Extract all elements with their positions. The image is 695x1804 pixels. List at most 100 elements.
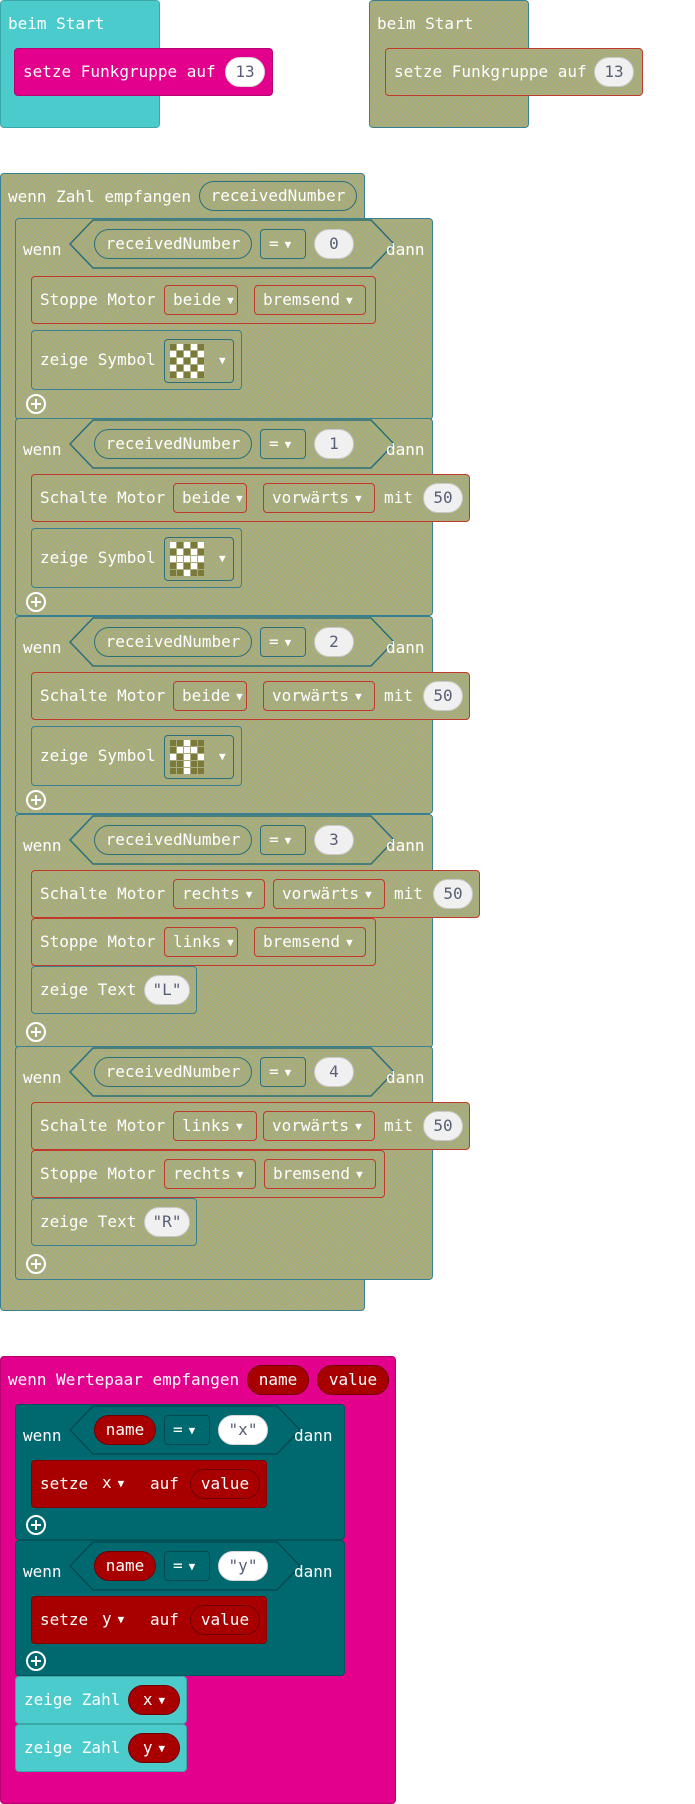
radio-group-value[interactable]: 13: [225, 57, 265, 87]
show-number-y-block[interactable]: zeige Zahl y▼: [15, 1724, 187, 1772]
condition-shape[interactable]: [69, 419, 395, 469]
dropdown-caret-icon: ▼: [346, 294, 353, 307]
start-hat-label: beim Start: [8, 14, 105, 33]
dropdown-caret-icon: ▼: [236, 1120, 243, 1133]
motor-select-dropdown[interactable]: beide▼: [173, 681, 247, 711]
motor-select-dropdown[interactable]: rechts▼: [164, 1159, 256, 1189]
radio-group-value-disabled[interactable]: 13: [594, 57, 634, 87]
stop-motor-block[interactable]: Stoppe Motor links▼ bremsend▼: [31, 918, 376, 966]
direction-dropdown[interactable]: vorwärts▼: [273, 879, 385, 909]
dropdown-caret-icon: ▼: [117, 1477, 125, 1490]
condition-value[interactable]: 4: [314, 1057, 354, 1087]
condition-shape[interactable]: [69, 617, 395, 667]
variable-dropdown[interactable]: x▼: [94, 1469, 138, 1499]
direction-dropdown[interactable]: vorwärts▼: [263, 681, 375, 711]
run-motor-label: Schalte Motor: [40, 1116, 166, 1135]
condition-value[interactable]: 2: [314, 627, 354, 657]
condition-string[interactable]: "y": [218, 1551, 268, 1581]
condition-variable[interactable]: receivedNumber: [94, 429, 252, 459]
compare-operator-dropdown[interactable]: =▼: [260, 627, 306, 657]
dropdown-caret-icon: ▼: [365, 888, 372, 901]
speed-value[interactable]: 50: [423, 483, 463, 513]
condition-value[interactable]: 1: [314, 429, 354, 459]
motor-select-text: beide: [182, 488, 231, 507]
dropdown-caret-icon: ▼: [355, 690, 362, 703]
stop-mode-dropdown[interactable]: bremsend▼: [254, 927, 366, 957]
compare-operator-dropdown[interactable]: =▼: [260, 429, 306, 459]
run-motor-block[interactable]: Schalte Motor beide▼ vorwärts▼ mit 50: [31, 474, 470, 522]
motor-select-dropdown[interactable]: beide▼: [164, 285, 238, 315]
condition-shape[interactable]: [69, 219, 395, 269]
plus-icon[interactable]: [26, 790, 46, 810]
set-radio-group-label-disabled: setze Funkgruppe auf: [394, 62, 587, 81]
stop-motor-block[interactable]: Stoppe Motor rechts▼ bremsend▼: [31, 1150, 385, 1198]
show-number-x-block[interactable]: zeige Zahl x▼: [15, 1676, 187, 1724]
set-radio-group-block[interactable]: setze Funkgruppe auf 13: [14, 48, 273, 96]
plus-icon[interactable]: [26, 1022, 46, 1042]
condition-variable[interactable]: receivedNumber: [94, 825, 252, 855]
plus-icon[interactable]: [26, 1254, 46, 1274]
condition-string[interactable]: "x": [218, 1415, 268, 1445]
direction-dropdown[interactable]: vorwärts▼: [263, 1111, 375, 1141]
dropdown-caret-icon: ▼: [284, 438, 292, 451]
speed-value[interactable]: 50: [423, 681, 463, 711]
condition-value[interactable]: 3: [314, 825, 354, 855]
condition-variable[interactable]: receivedNumber: [94, 229, 252, 259]
speed-value[interactable]: 50: [433, 879, 473, 909]
set-y-block[interactable]: setze y▼ auf value: [31, 1596, 267, 1644]
condition-variable[interactable]: receivedNumber: [94, 627, 252, 657]
show-text-block[interactable]: zeige Text "L": [31, 966, 197, 1014]
show-icon-block[interactable]: zeige Symbol ▼: [31, 330, 242, 390]
condition-variable[interactable]: name: [94, 1551, 156, 1581]
run-motor-block[interactable]: Schalte Motor rechts▼ vorwärts▼ mit 50: [31, 870, 480, 918]
show-text-value[interactable]: "R": [144, 1207, 190, 1237]
value-reporter[interactable]: value: [190, 1605, 260, 1635]
value-reporter[interactable]: value: [190, 1469, 260, 1499]
name-param[interactable]: name: [247, 1365, 309, 1395]
show-icon-block[interactable]: zeige Symbol ▼: [31, 528, 242, 588]
led-symbol-icon: [170, 542, 204, 576]
speed-value[interactable]: 50: [423, 1111, 463, 1141]
plus-icon[interactable]: [26, 1651, 46, 1671]
variable-dropdown[interactable]: y▼: [94, 1605, 138, 1635]
show-icon-block[interactable]: zeige Symbol ▼: [31, 726, 242, 786]
plus-icon[interactable]: [26, 592, 46, 612]
dropdown-caret-icon: ▼: [236, 1168, 244, 1181]
condition-shape[interactable]: [69, 815, 395, 865]
value-param[interactable]: value: [317, 1365, 389, 1395]
condition-variable[interactable]: name: [94, 1415, 156, 1445]
icon-select-dropdown[interactable]: ▼: [164, 735, 234, 779]
motor-select-dropdown[interactable]: beide▼: [173, 483, 247, 513]
compare-operator-dropdown[interactable]: =▼: [164, 1551, 210, 1581]
condition-shape[interactable]: [69, 1047, 395, 1097]
received-number-param[interactable]: receivedNumber: [199, 181, 357, 211]
compare-operator-dropdown[interactable]: =▼: [164, 1415, 210, 1445]
show-text-block[interactable]: zeige Text "R": [31, 1198, 197, 1246]
show-text-value[interactable]: "L": [144, 975, 190, 1005]
motor-select-dropdown[interactable]: links▼: [164, 927, 238, 957]
motor-select-dropdown[interactable]: links▼: [173, 1111, 257, 1141]
set-x-block[interactable]: setze x▼ auf value: [31, 1460, 267, 1508]
operator-text: =: [173, 1556, 183, 1575]
icon-select-dropdown[interactable]: ▼: [164, 537, 234, 581]
stop-motor-block[interactable]: Stoppe Motor beide▼ bremsend▼: [31, 276, 376, 324]
direction-dropdown[interactable]: vorwärts▼: [263, 483, 375, 513]
compare-operator-dropdown[interactable]: =▼: [260, 825, 306, 855]
show-number-variable[interactable]: y▼: [128, 1733, 180, 1763]
plus-icon[interactable]: [26, 1515, 46, 1535]
stop-mode-dropdown[interactable]: bremsend▼: [254, 285, 366, 315]
plus-icon[interactable]: [26, 394, 46, 414]
dropdown-caret-icon: ▼: [227, 936, 234, 949]
motor-select-dropdown[interactable]: rechts▼: [173, 879, 265, 909]
direction-text: vorwärts: [272, 488, 350, 507]
set-radio-group-block-disabled[interactable]: setze Funkgruppe auf 13: [385, 48, 643, 96]
stop-mode-dropdown[interactable]: bremsend▼: [264, 1159, 376, 1189]
run-motor-block[interactable]: Schalte Motor links▼ vorwärts▼ mit 50: [31, 1102, 470, 1150]
condition-variable[interactable]: receivedNumber: [94, 1057, 252, 1087]
condition-value[interactable]: 0: [314, 229, 354, 259]
compare-operator-dropdown[interactable]: =▼: [260, 1057, 306, 1087]
compare-operator-dropdown[interactable]: =▼: [260, 229, 306, 259]
icon-select-dropdown[interactable]: ▼: [164, 339, 234, 383]
run-motor-block[interactable]: Schalte Motor beide▼ vorwärts▼ mit 50: [31, 672, 470, 720]
show-number-variable[interactable]: x▼: [128, 1685, 180, 1715]
